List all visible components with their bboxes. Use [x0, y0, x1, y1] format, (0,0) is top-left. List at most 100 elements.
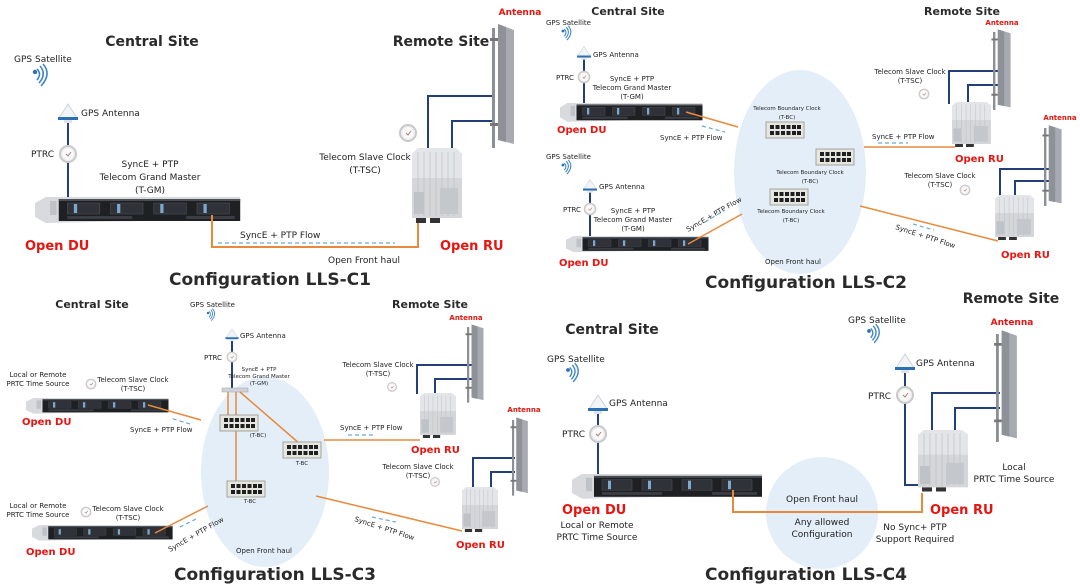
gps-satellite-label: GPS Satellite	[848, 316, 906, 326]
open-ru-label: Open RU	[456, 540, 505, 551]
tsc-line2: (T-TSC)	[406, 472, 431, 480]
gps-antenna-icon	[582, 179, 598, 194]
tsc-clock-icon	[918, 88, 930, 100]
tsc-line1: Telecom Slave Clock	[96, 376, 169, 384]
fronthaul-link	[732, 490, 923, 513]
time-source-line1: Local or Remote	[10, 502, 67, 510]
ru-antenna-cable	[954, 407, 1000, 432]
tsc-clock-icon	[430, 477, 440, 487]
flow-label: SyncE + PTP Flow	[240, 231, 320, 241]
panel-antenna-icon	[490, 24, 514, 148]
ptrc-label: PTRC	[562, 430, 585, 440]
tsc-line1: Telecom Slave Clock	[903, 172, 976, 180]
fronthaul-link	[685, 111, 739, 128]
open-du-label: Open DU	[562, 503, 626, 518]
gps-antenna-label: GPS Antenna	[599, 183, 645, 191]
ru-antenna-cable	[948, 70, 998, 104]
tsc-clock-icon	[399, 124, 417, 142]
tsc-line1: Telecom Slave Clock	[91, 505, 164, 513]
time-source-line2: PRTC Time Source	[7, 511, 70, 519]
ptrc-clock-icon	[226, 351, 238, 363]
ru-antenna-cable	[931, 392, 1000, 432]
boundary-clock-switch-icon	[226, 480, 266, 498]
ptrc-label: PTRC	[556, 74, 574, 82]
open-du-label: Open DU	[25, 239, 89, 254]
remote-site-heading: Remote Site	[393, 34, 490, 50]
bc-line1: Telecom Boundary Clock	[775, 170, 844, 176]
open-ru-label: Open RU	[440, 239, 504, 254]
fronthaul-label: Open Front haul	[786, 495, 858, 505]
config-title: Configuration LLS-C3	[174, 565, 376, 585]
gps-satellite-label: GPS Satellite	[14, 55, 72, 65]
ptrc-label: PTRC	[31, 150, 54, 160]
tsc-line1: Telecom Slave Clock	[318, 153, 411, 163]
flow-label: SyncE + PTP Flow	[353, 515, 415, 542]
tgm-line2: Telecom Grand Master	[99, 173, 201, 183]
bc-label: T-BC	[243, 499, 256, 505]
open-du-label: Open DU	[559, 258, 608, 269]
fronthaul-link	[687, 213, 743, 245]
no-sync-line2: Support Required	[876, 535, 955, 545]
config-title: Configuration LLS-C2	[705, 273, 907, 293]
central-site-heading: Central Site	[565, 322, 659, 338]
antenna-label: Antenna	[1043, 114, 1076, 122]
gps-antenna-icon	[57, 103, 79, 124]
sync-flow-arrow	[701, 125, 726, 133]
boundary-clock-network-bubble	[201, 377, 329, 567]
tgm-line1: SyncE + PTP	[122, 160, 180, 170]
panel-antenna-icon	[1042, 125, 1062, 206]
allowed-line2: Configuration	[791, 530, 852, 540]
antenna-label: Antenna	[507, 406, 540, 414]
open-ru-icon	[419, 392, 457, 439]
tgm-line2: Telecom Grand Master	[227, 374, 290, 380]
open-du-server-icon	[565, 235, 709, 253]
gps-antenna-icon	[225, 328, 239, 342]
tgm-line1: SyncE + PTP	[242, 367, 278, 373]
ru-antenna-cable	[490, 471, 515, 487]
gps-antenna-label: GPS Antenna	[609, 399, 668, 409]
tsc-line2: (T-TSC)	[349, 166, 381, 176]
tgm-line2: Telecom Grand Master	[593, 216, 673, 224]
bc-line2: (T-BC)	[802, 179, 818, 185]
gps-antenna-label: GPS Antenna	[81, 109, 140, 119]
flow-label: SyncE + PTP Flow	[130, 426, 193, 434]
tsc-line2: (T-TSC)	[898, 77, 923, 85]
bc-label: (T-BC)	[250, 433, 266, 439]
tsc-line2: (T-TSC)	[121, 385, 146, 393]
gps-satellite-icon	[561, 25, 572, 41]
ptrc-clock-icon	[589, 425, 607, 443]
boundary-clock-switch-icon	[282, 441, 322, 459]
flow-label: SyncE + PTP Flow	[340, 424, 403, 432]
gps-antenna-label: GPS Antenna	[593, 51, 639, 59]
tgm-line3: (T-GM)	[135, 186, 165, 196]
open-du-server-icon	[25, 397, 169, 414]
ptrc-label: PTRC	[563, 206, 581, 214]
open-ru-label: Open RU	[411, 445, 460, 456]
ptrc-label: PTRC	[868, 392, 891, 402]
central-site-heading: Central Site	[105, 34, 199, 50]
gps-satellite-label: GPS Satellite	[546, 153, 591, 161]
gps-satellite-icon	[561, 159, 572, 175]
gps-antenna-icon	[894, 353, 916, 374]
open-ru-label: Open RU	[955, 154, 1004, 165]
fronthaul-link	[211, 215, 419, 248]
tsc-line1: Telecom Slave Clock	[381, 463, 454, 471]
ptrc-clock-icon	[59, 145, 77, 163]
boundary-clock-network-bubble	[734, 70, 866, 274]
open-ru-label: Open RU	[1001, 250, 1050, 261]
config-title: Configuration LLS-C1	[169, 270, 371, 290]
config-c4: Central Site Remote Site GPS Satellite G…	[547, 291, 1059, 585]
gps-antenna-icon	[587, 394, 609, 415]
gps-antenna-label: GPS Antenna	[240, 332, 286, 340]
central-site-heading: Central Site	[591, 5, 664, 18]
open-du-label: Open DU	[557, 125, 606, 136]
tgm-line3: (T-GM)	[621, 225, 645, 233]
remote-site-heading: Remote Site	[392, 298, 468, 311]
tgm-line3: (T-GM)	[250, 381, 268, 387]
ru-antenna-cable	[1014, 180, 1049, 197]
gps-satellite-icon	[565, 362, 579, 383]
ru-antenna-cable	[427, 95, 495, 148]
central-site-heading: Central Site	[55, 298, 128, 311]
tsc-clock-icon	[80, 506, 92, 518]
